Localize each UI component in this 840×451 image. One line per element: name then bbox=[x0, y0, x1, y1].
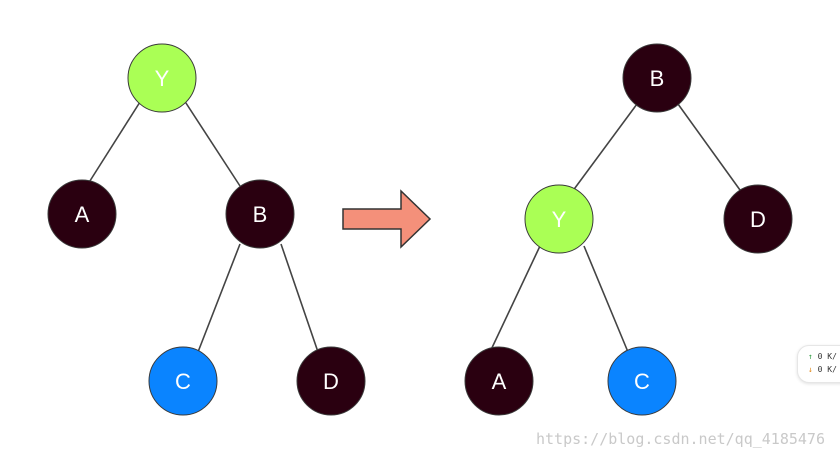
node-circle bbox=[622, 43, 692, 113]
download-speed-value: 0 K/ bbox=[817, 365, 837, 374]
node-circle bbox=[148, 346, 218, 416]
network-speed-widget[interactable]: ↑ 0 K/ ↓ 0 K/ bbox=[797, 345, 840, 383]
node-circle bbox=[127, 43, 197, 113]
edge-b-d bbox=[280, 243, 319, 353]
left-node-c: C bbox=[148, 346, 218, 416]
node-circle bbox=[225, 179, 295, 249]
node-circle bbox=[296, 346, 366, 416]
right-node-c: C bbox=[607, 346, 677, 416]
node-label: Y bbox=[552, 207, 567, 232]
left-tree: Y A B C D bbox=[47, 43, 366, 416]
node-label: B bbox=[253, 202, 268, 227]
node-label: Y bbox=[155, 66, 170, 91]
node-label: D bbox=[750, 207, 766, 232]
node-circle bbox=[723, 184, 793, 254]
edge-y-a bbox=[87, 101, 141, 185]
download-arrow-icon: ↓ bbox=[808, 365, 813, 374]
node-label: C bbox=[175, 369, 191, 394]
node-circle bbox=[47, 179, 117, 249]
node-label: A bbox=[492, 369, 507, 394]
left-node-d: D bbox=[296, 346, 366, 416]
node-label: C bbox=[634, 369, 650, 394]
left-node-b: B bbox=[225, 179, 295, 249]
right-node-b: B bbox=[622, 43, 692, 113]
node-circle bbox=[524, 184, 594, 254]
upload-speed-value: 0 K/ bbox=[817, 352, 837, 361]
upload-arrow-icon: ↑ bbox=[808, 352, 813, 361]
edge-y-c bbox=[583, 245, 629, 353]
right-tree: B Y D A C bbox=[464, 43, 793, 416]
download-speed: ↓ 0 K/ bbox=[808, 365, 837, 374]
node-circle bbox=[607, 346, 677, 416]
node-label: A bbox=[75, 202, 90, 227]
edge-y-a bbox=[489, 245, 541, 353]
right-tree-edges bbox=[489, 103, 741, 353]
node-label: B bbox=[650, 66, 665, 91]
right-node-d: D bbox=[723, 184, 793, 254]
left-node-y: Y bbox=[127, 43, 197, 113]
transform-arrow bbox=[342, 189, 432, 249]
edge-b-c bbox=[197, 243, 241, 353]
left-node-a: A bbox=[47, 179, 117, 249]
edge-b-y bbox=[571, 103, 638, 193]
node-circle bbox=[464, 346, 534, 416]
watermark-url: https://blog.csdn.net/qq_4185476 bbox=[536, 430, 825, 448]
right-node-a: A bbox=[464, 346, 534, 416]
node-label: D bbox=[323, 369, 339, 394]
edge-y-b bbox=[183, 99, 241, 187]
upload-speed: ↑ 0 K/ bbox=[808, 352, 837, 361]
left-tree-edges bbox=[87, 99, 319, 353]
edge-b-d bbox=[677, 103, 741, 191]
right-node-y: Y bbox=[524, 184, 594, 254]
